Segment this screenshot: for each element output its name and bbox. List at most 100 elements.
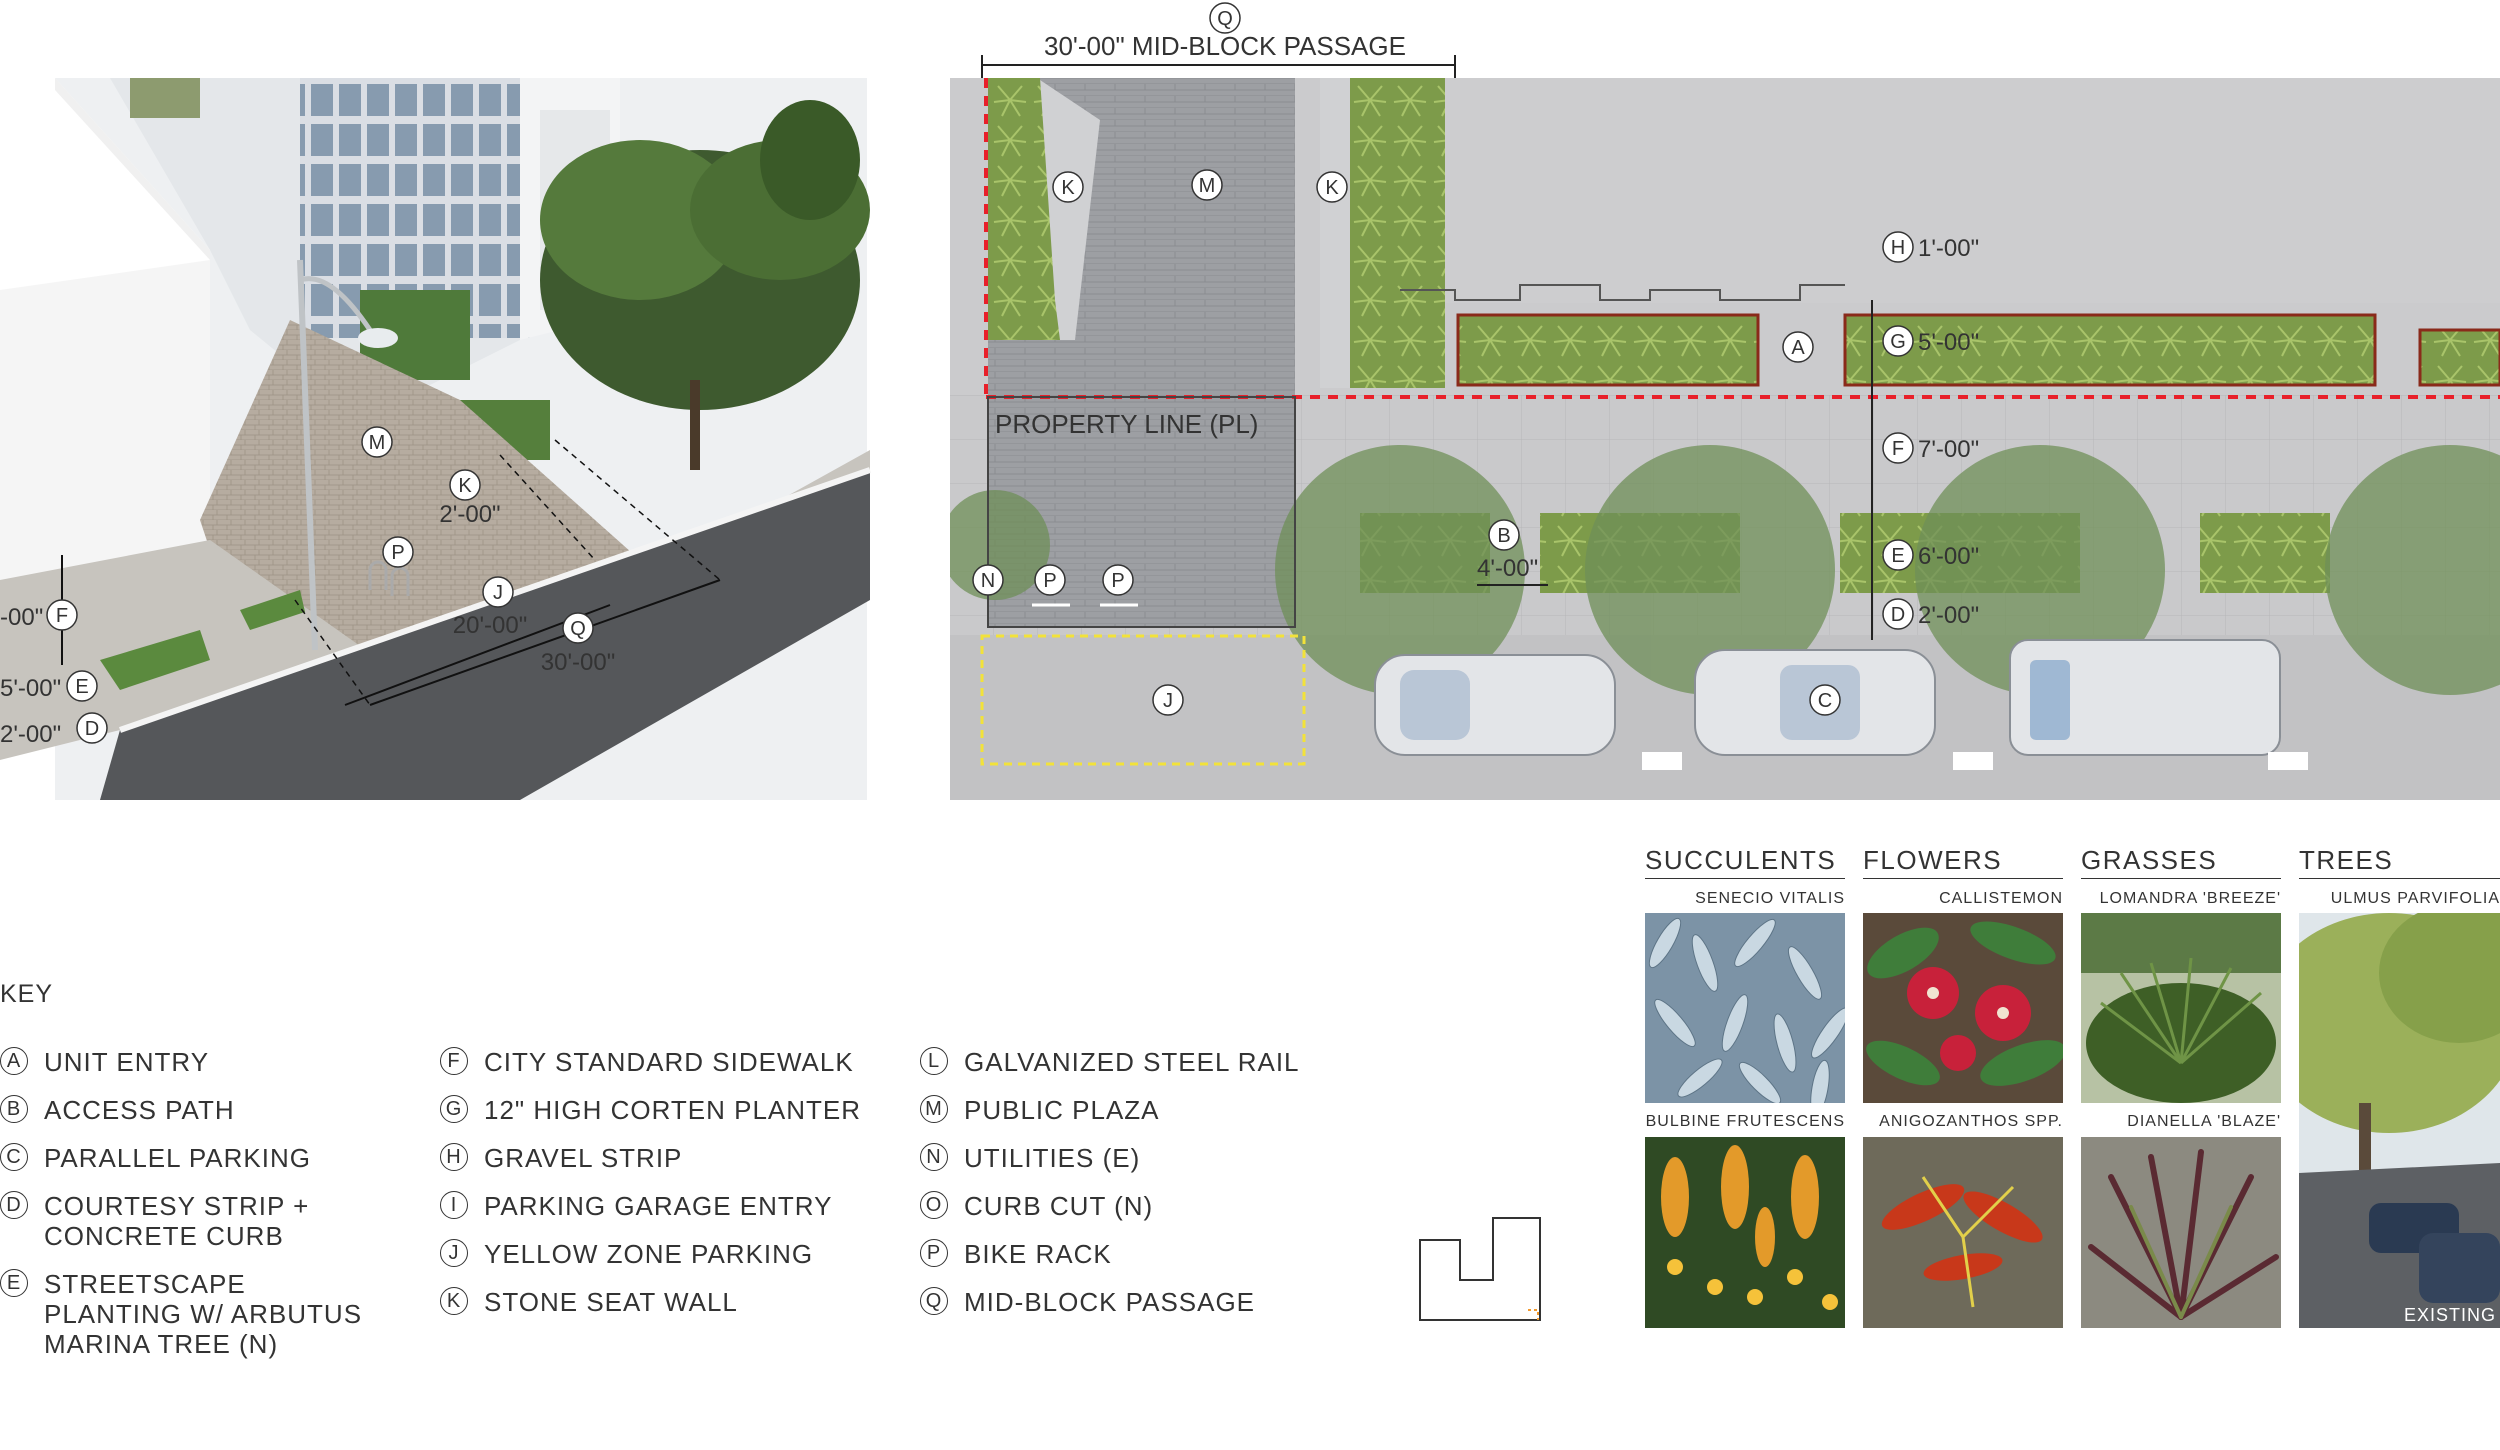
- perspective-sidewalk: [0, 450, 870, 760]
- key-item-m: M PUBLIC PLAZA: [920, 1095, 1160, 1125]
- key-label: PUBLIC PLAZA: [964, 1095, 1160, 1125]
- perspective-trees: [540, 100, 870, 470]
- key-item-a: A UNIT ENTRY: [0, 1047, 209, 1077]
- key-item-l: L GALVANIZED STEEL RAIL: [920, 1047, 1300, 1077]
- svg-text:H: H: [1891, 237, 1905, 259]
- svg-text:P: P: [1111, 570, 1124, 592]
- key-letter: P: [920, 1239, 948, 1267]
- svg-text:G: G: [1890, 331, 1906, 353]
- plant-label: ULMUS PARVIFOLIA: [2330, 890, 2500, 907]
- key-label: STONE SEAT WALL: [484, 1287, 738, 1317]
- key-label: ACCESS PATH: [44, 1095, 235, 1125]
- key-letter: I: [440, 1191, 468, 1219]
- svg-text:2'-00": 2'-00": [1918, 602, 1979, 629]
- key-item-o: O CURB CUT (N): [920, 1191, 1153, 1221]
- plant-label: BULBINE FRUTESCENS: [1645, 1113, 1845, 1130]
- key-label: 12" HIGH CORTEN PLANTER: [484, 1095, 862, 1125]
- key-letter: B: [0, 1095, 28, 1123]
- key-label: COURTESY STRIP + CONCRETE CURB: [44, 1191, 310, 1251]
- key-item-c: C PARALLEL PARKING: [0, 1143, 311, 1173]
- svg-text:J: J: [1163, 690, 1173, 712]
- svg-text:4'-00": 4'-00": [1477, 555, 1538, 582]
- key-letter: C: [0, 1143, 28, 1171]
- key-label: UTILITIES (E): [964, 1143, 1141, 1173]
- key-letter: G: [440, 1095, 468, 1123]
- site-plan: 30'-00" MID-BLOCK PASSAGE Q K M K PROPER…: [950, 2, 2500, 800]
- key-label: CURB CUT (N): [964, 1191, 1154, 1221]
- svg-text:D: D: [1891, 604, 1905, 626]
- perspective-tags: M K 2'-00" P J 20'-00" Q 30'-00" -00" F …: [0, 426, 615, 748]
- photo-lomandra-breeze: [2081, 913, 2281, 1103]
- key-title: KEY: [0, 980, 54, 1008]
- key-label: BIKE RACK: [964, 1239, 1112, 1269]
- photo-ulmus-parvifolia: EXISTING: [2299, 913, 2500, 1328]
- svg-text:K: K: [1061, 177, 1075, 199]
- svg-text:2'-00": 2'-00": [439, 501, 500, 528]
- key-label: STREETSCAPE PLANTING W/ ARBUTUS MARINA T…: [44, 1269, 363, 1359]
- key-letter: H: [440, 1143, 468, 1171]
- photo-senecio-vitalis: [1645, 913, 1845, 1103]
- key-item-q: Q MID-BLOCK PASSAGE: [920, 1287, 1255, 1317]
- svg-text:30'-00": 30'-00": [541, 649, 615, 676]
- key-letter: A: [0, 1047, 28, 1075]
- photo-bulbine-frutescens: [1645, 1137, 1845, 1328]
- photo-dianella-blaze: [2081, 1137, 2281, 1328]
- svg-text:2'-00": 2'-00": [0, 721, 61, 748]
- plant-label: CALLISTEMON: [1939, 890, 2063, 907]
- category-trees: TREES: [2299, 845, 2500, 879]
- key-letter: O: [920, 1191, 948, 1219]
- svg-text:-00": -00": [0, 604, 43, 631]
- svg-text:M: M: [369, 432, 386, 454]
- plant-label: ANIGOZANTHOS SPP.: [1879, 1113, 2063, 1130]
- svg-text:6'-00": 6'-00": [1918, 543, 1979, 570]
- svg-text:A: A: [1791, 337, 1805, 359]
- key-label: PARKING GARAGE ENTRY: [484, 1191, 833, 1221]
- svg-text:P: P: [391, 542, 404, 564]
- svg-text:K: K: [1325, 177, 1339, 199]
- svg-text:Q: Q: [570, 618, 586, 640]
- key-item-i: I PARKING GARAGE ENTRY: [440, 1191, 832, 1221]
- svg-text:N: N: [981, 570, 995, 592]
- existing-label: EXISTING: [2403, 1305, 2496, 1325]
- key-label: GRAVEL STRIP: [484, 1143, 683, 1173]
- key-label: GALVANIZED STEEL RAIL: [964, 1047, 1300, 1077]
- svg-text:5'-00": 5'-00": [0, 675, 61, 702]
- svg-text:M: M: [1199, 175, 1216, 197]
- key-item-p: P BIKE RACK: [920, 1239, 1112, 1269]
- svg-text:PROPERTY LINE (PL): PROPERTY LINE (PL): [995, 409, 1258, 439]
- category-succulents: SUCCULENTS: [1645, 845, 1845, 879]
- plan-tags: 30'-00" MID-BLOCK PASSAGE Q K M K PROPER…: [972, 2, 1979, 716]
- svg-text:P: P: [1043, 570, 1056, 592]
- svg-text:7'-00": 7'-00": [1918, 436, 1979, 463]
- key-plan-icon: [1419, 1217, 1541, 1321]
- key-label: MID-BLOCK PASSAGE: [964, 1287, 1256, 1317]
- parked-cars: [1374, 639, 2281, 756]
- key-letter: Q: [920, 1287, 948, 1315]
- key-letter: E: [0, 1269, 28, 1297]
- category-grasses: GRASSES: [2081, 845, 2281, 879]
- key-label: UNIT ENTRY: [44, 1047, 210, 1077]
- key-item-b: B ACCESS PATH: [0, 1095, 235, 1125]
- key-letter: N: [920, 1143, 948, 1171]
- category-flowers: FLOWERS: [1863, 845, 2063, 879]
- photo-anigozanthos: [1863, 1137, 2063, 1328]
- photo-callistemon: [1863, 913, 2063, 1103]
- white-building: [0, 78, 210, 610]
- svg-text:1'-00": 1'-00": [1918, 235, 1979, 262]
- plant-label: LOMANDRA 'BREEZE': [2099, 890, 2281, 907]
- svg-text:Q: Q: [1217, 8, 1233, 30]
- key-item-f: F CITY STANDARD SIDEWALK: [440, 1047, 854, 1077]
- key-item-k: K STONE SEAT WALL: [440, 1287, 738, 1317]
- key-item-e: E STREETSCAPE PLANTING W/ ARBUTUS MARINA…: [0, 1269, 362, 1359]
- key-letter: L: [920, 1047, 948, 1075]
- key-item-n: N UTILITIES (E): [920, 1143, 1140, 1173]
- key-item-j: J YELLOW ZONE PARKING: [440, 1239, 813, 1269]
- key-label: PARALLEL PARKING: [44, 1143, 311, 1173]
- svg-text:J: J: [493, 582, 503, 604]
- key-letter: D: [0, 1191, 28, 1219]
- svg-text:C: C: [1818, 690, 1832, 712]
- svg-text:F: F: [1892, 438, 1904, 460]
- key-letter: M: [920, 1095, 948, 1123]
- svg-text:B: B: [1497, 525, 1510, 547]
- svg-text:D: D: [85, 718, 99, 740]
